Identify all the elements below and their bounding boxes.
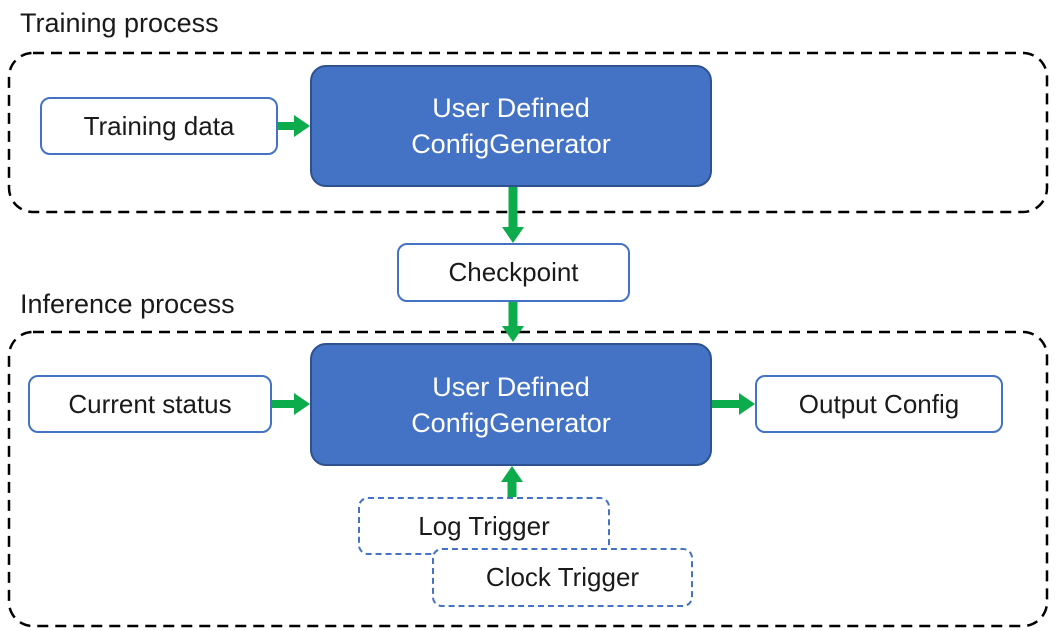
checkpoint-label: Checkpoint bbox=[448, 257, 579, 287]
current-status-box: Current status bbox=[28, 375, 272, 433]
current-status-to-generator-arrow bbox=[272, 393, 310, 415]
checkpoint-box: Checkpoint bbox=[397, 243, 630, 302]
clock-trigger-box: Clock Trigger bbox=[432, 548, 693, 607]
checkpoint-to-generator-arrow bbox=[502, 302, 524, 342]
training-data-to-generator-arrow bbox=[278, 115, 310, 137]
log-trigger-box: Log Trigger bbox=[358, 497, 610, 555]
generator-to-checkpoint-arrow bbox=[502, 187, 524, 243]
inference-process-container bbox=[7, 330, 1049, 628]
clock-trigger-label: Clock Trigger bbox=[485, 562, 640, 592]
config-generator-inference-box: User Defined ConfigGenerator bbox=[310, 343, 712, 466]
config-generator-training-label-line1: User Defined bbox=[432, 93, 590, 123]
output-config-box: Output Config bbox=[755, 375, 1003, 433]
config-generator-inference-label-line1: User Defined bbox=[432, 371, 590, 402]
training-process-label: Training process bbox=[20, 8, 219, 38]
training-data-label: Training data bbox=[83, 110, 235, 141]
config-generator-inference-label-line2: ConfigGenerator bbox=[411, 407, 611, 438]
config-generator-training-box: User Defined ConfigGenerator bbox=[310, 65, 712, 187]
config-generator-training-label-line2: ConfigGenerator bbox=[411, 129, 611, 159]
log-trigger-to-generator-arrow bbox=[501, 466, 523, 497]
current-status-label: Current status bbox=[68, 388, 232, 419]
training-process-container bbox=[7, 51, 1049, 214]
inference-process-label: Inference process bbox=[20, 289, 235, 319]
training-data-box: Training data bbox=[40, 97, 278, 155]
output-config-label: Output Config bbox=[798, 388, 960, 419]
generator-to-output-config-arrow bbox=[712, 393, 755, 415]
log-trigger-label: Log Trigger bbox=[418, 510, 550, 541]
